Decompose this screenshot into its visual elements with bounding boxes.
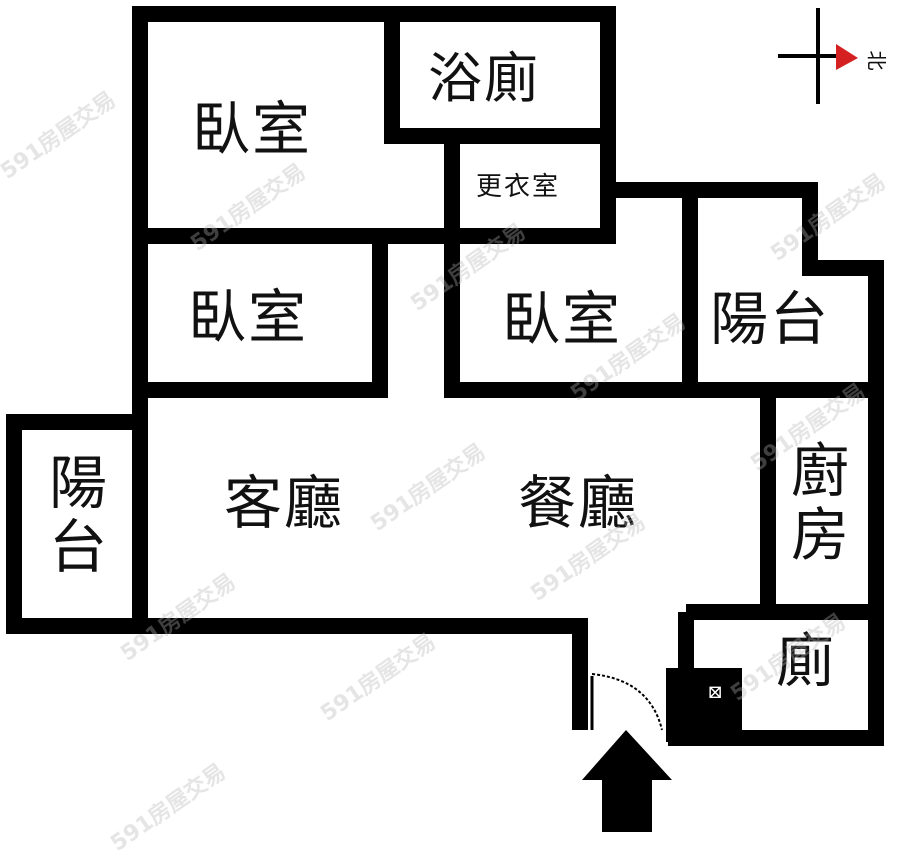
compass-north-label: 北 [864,50,889,71]
room-label-bedroom-3: 臥室 [502,285,623,353]
room-label-bathroom: 浴廁 [428,47,540,110]
room-label-dining-room: 餐廳 [518,469,639,537]
room-label-bedroom-2: 臥室 [188,283,309,351]
toilet-fixture: ⊠ [666,668,742,742]
room-label-kitchen: 廚房 [781,440,849,568]
room-label-balcony-east: 陽台 [710,285,831,353]
walls [6,6,884,746]
room-label-toilet: 廁 [776,627,837,695]
room-label-living-room: 客廳 [224,469,345,537]
room-label-walk-in-closet: 更衣室 [476,172,561,202]
floor-plan: ⊠ [6,6,884,832]
svg-text:⊠: ⊠ [707,682,722,703]
compass-icon [778,8,858,104]
room-label-balcony-west: 陽台 [39,452,107,580]
room-label-bedroom-1: 臥室 [192,95,313,163]
entrance-arrow-icon [582,730,672,832]
entrance-door [590,673,663,731]
